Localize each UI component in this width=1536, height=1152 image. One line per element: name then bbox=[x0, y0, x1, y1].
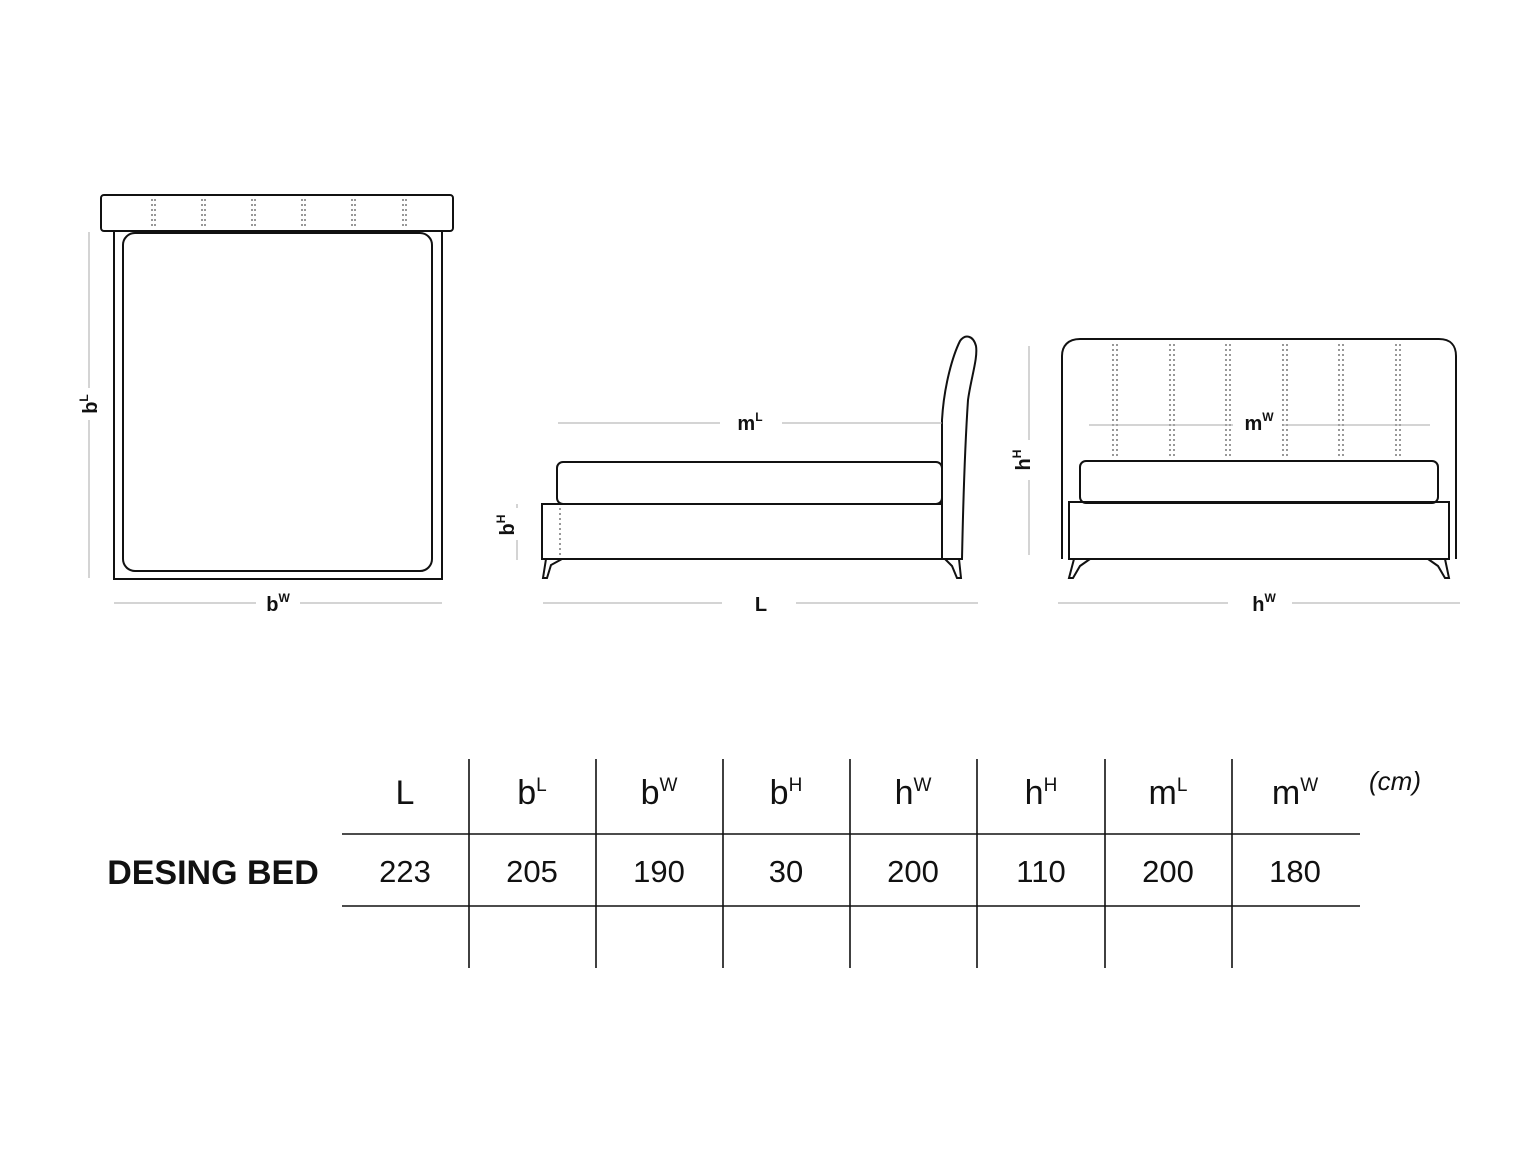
top-length-dimension: bL bbox=[77, 394, 102, 414]
front-leg-right bbox=[1427, 558, 1451, 579]
side-view bbox=[541, 335, 978, 579]
front-dimension-lines bbox=[1028, 346, 1460, 604]
front-width-dimension: hW bbox=[1252, 591, 1276, 616]
top-headboard-stitching bbox=[151, 199, 407, 227]
top-view bbox=[100, 194, 454, 580]
col-header-mW: mW bbox=[1272, 774, 1318, 812]
top-mattress bbox=[122, 232, 433, 572]
cell-bH: 30 bbox=[769, 854, 803, 889]
col-header-bH: bH bbox=[770, 774, 803, 812]
top-headboard bbox=[100, 194, 454, 232]
unit-label: (cm) bbox=[1369, 766, 1421, 796]
front-headboard bbox=[1061, 338, 1457, 559]
side-mattress-length-dimension: mL bbox=[737, 410, 762, 435]
side-mattress bbox=[556, 461, 943, 505]
top-width-dimension: bW bbox=[266, 591, 290, 616]
side-base bbox=[541, 503, 943, 560]
dimension-table: L bL bW bH hW hH mL mW (cm) DESING BED 2… bbox=[107, 759, 1421, 968]
cell-hH: 110 bbox=[1016, 854, 1065, 889]
top-dimension-lines bbox=[88, 232, 442, 604]
front-view bbox=[1061, 338, 1457, 579]
col-header-bW: bW bbox=[641, 774, 678, 812]
cell-mW: 180 bbox=[1269, 854, 1321, 889]
col-header-hH: hH bbox=[1025, 774, 1058, 812]
cell-bW: 190 bbox=[633, 854, 685, 889]
side-base-height-dimension: bH bbox=[494, 515, 519, 536]
top-bed-frame bbox=[113, 230, 443, 580]
side-headboard bbox=[941, 335, 978, 560]
front-leg-left bbox=[1067, 558, 1091, 579]
row-label: DESING BED bbox=[107, 854, 319, 892]
front-height-dimension: hH bbox=[1010, 450, 1035, 471]
side-leg-back bbox=[944, 558, 963, 579]
table-row: DESING BED 223 205 190 30 200 110 200 18… bbox=[107, 854, 1321, 892]
table-header-row: L bL bW bH hW hH mL mW (cm) bbox=[396, 766, 1421, 812]
col-header-bL: bL bbox=[517, 774, 547, 812]
col-header-hW: hW bbox=[895, 774, 932, 812]
cell-hW: 200 bbox=[887, 854, 939, 889]
side-dimension-lines bbox=[516, 422, 978, 604]
table-grid bbox=[342, 759, 1360, 968]
col-header-mL: mL bbox=[1149, 774, 1188, 812]
col-header-L: L bbox=[396, 774, 415, 812]
cell-L: 223 bbox=[379, 854, 431, 889]
side-leg-front bbox=[541, 558, 563, 579]
front-mattress bbox=[1079, 460, 1439, 504]
side-length-dimension: L bbox=[755, 594, 767, 616]
cell-bL: 205 bbox=[506, 854, 558, 889]
front-headboard-stitching bbox=[1112, 344, 1401, 458]
front-base bbox=[1068, 501, 1450, 560]
front-mattress-width-dimension: mW bbox=[1244, 410, 1274, 435]
cell-mL: 200 bbox=[1142, 854, 1194, 889]
